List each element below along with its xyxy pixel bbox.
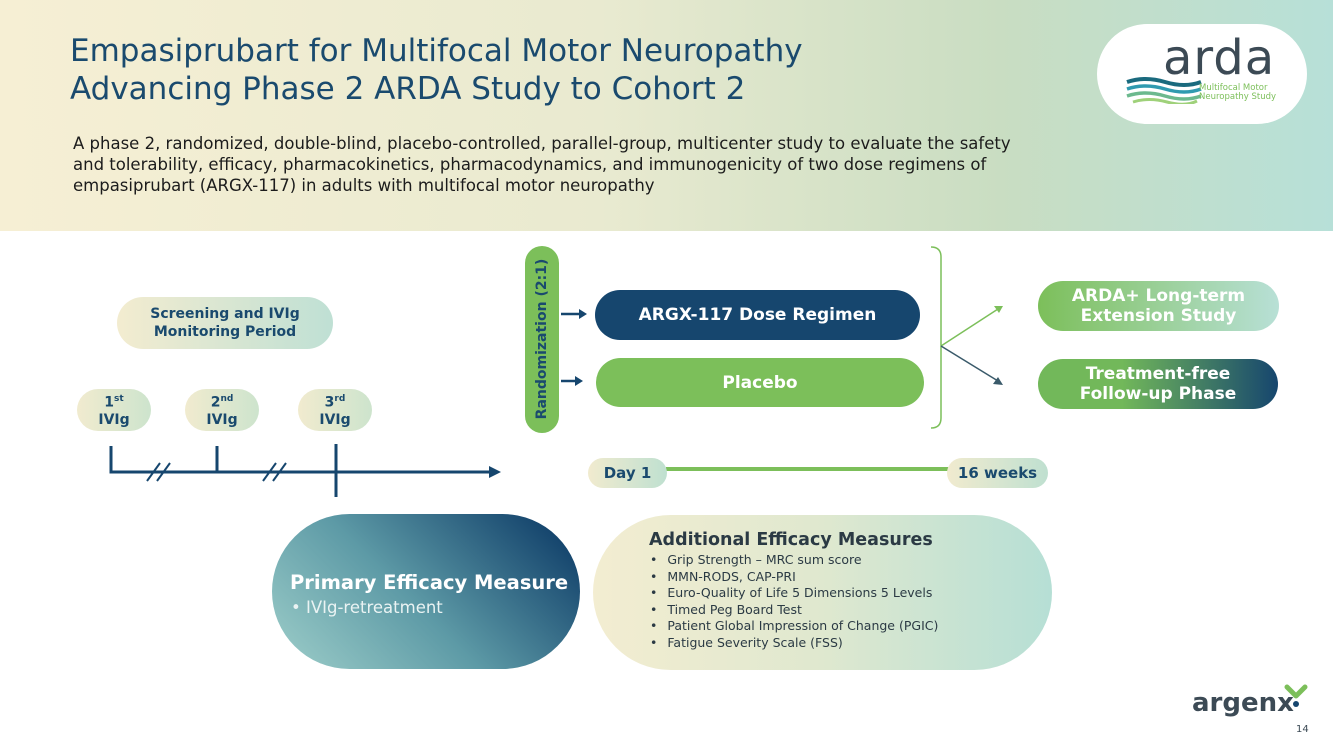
primary-efficacy-item: • IVIg-retreatment	[291, 598, 443, 617]
placebo-arm: Placebo	[596, 358, 924, 407]
16-weeks-pill: 16 weeks	[947, 458, 1048, 488]
logo-subtitle-line-2: Neuropathy Study	[1199, 92, 1277, 102]
screening-line-2: Monitoring Period	[153, 324, 297, 340]
ivig-3-label: IVIg	[319, 411, 351, 428]
list-item: Timed Peg Board Test	[650, 602, 938, 619]
followup-line-2: Follow-up Phase	[1079, 384, 1237, 404]
ivig-1-label: IVIg	[98, 411, 130, 428]
list-item: Fatigue Severity Scale (FSS)	[650, 635, 938, 652]
ivig-1-suffix: st	[114, 394, 124, 405]
page-title: Empasiprubart for Multifocal Motor Neuro…	[70, 32, 803, 108]
ivig-2-suffix: nd	[220, 394, 234, 405]
additional-efficacy-title: Additional Efficacy Measures	[649, 530, 933, 550]
extension-line-1: ARDA+ Long-term	[1071, 286, 1246, 306]
dose-regimen-arm: ARGX-117 Dose Regimen	[595, 290, 920, 340]
ivig-2-label: IVIg	[206, 411, 238, 428]
list-item: MMN-RODS, CAP-PRI	[650, 569, 938, 586]
list-item: Euro-Quality of Life 5 Dimensions 5 Leve…	[650, 585, 938, 602]
list-item: Patient Global Impression of Change (PGI…	[650, 618, 938, 635]
logo-subtitle: Multifocal Motor Neuropathy Study	[1199, 84, 1276, 102]
study-description: A phase 2, randomized, double-blind, pla…	[73, 134, 1011, 195]
logo-wordmark: arda	[1163, 30, 1276, 86]
primary-efficacy-item-text: IVIg-retreatment	[305, 598, 443, 617]
follow-up-phase-pill: Treatment-free Follow-up Phase	[1038, 359, 1278, 409]
ivig-2-number: 2	[210, 394, 221, 411]
day-1-pill: Day 1	[588, 458, 667, 488]
extension-line-2: Extension Study	[1080, 306, 1237, 326]
followup-line-1: Treatment-free	[1085, 364, 1231, 384]
ivig-dose-3: 3rd IVIg	[298, 389, 372, 431]
logo-subtitle-line-1: Multifocal Motor	[1199, 83, 1268, 93]
argenx-logo: argenx	[1192, 688, 1294, 718]
wave-logo-icon	[1126, 77, 1202, 104]
extension-study-pill: ARDA+ Long-term Extension Study	[1038, 281, 1279, 331]
screening-line-1: Screening and IVIg	[150, 306, 300, 322]
additional-efficacy-card: Additional Efficacy Measures Grip Streng…	[593, 515, 1052, 670]
primary-efficacy-card: Primary Efficacy Measure • IVIg-retreatm…	[272, 514, 580, 669]
ivig-dose-2: 2nd IVIg	[185, 389, 259, 431]
randomization-pill: Randomization (2:1)	[525, 246, 559, 433]
primary-efficacy-title: Primary Efficacy Measure	[290, 571, 569, 594]
ivig-3-number: 3	[324, 394, 335, 411]
arda-logo: arda Multifocal Motor Neuropathy Study	[1097, 24, 1307, 124]
argenx-y-mark-icon	[1284, 684, 1308, 707]
ivig-1-number: 1	[104, 394, 115, 411]
screening-period-pill: Screening and IVIg Monitoring Period	[117, 297, 333, 349]
title-line-2: Advancing Phase 2 ARDA Study to Cohort 2	[70, 71, 746, 107]
page-number: 14	[1296, 724, 1309, 735]
randomization-label: Randomization (2:1)	[534, 258, 550, 420]
list-item: Grip Strength – MRC sum score	[650, 552, 938, 569]
title-line-1: Empasiprubart for Multifocal Motor Neuro…	[70, 33, 803, 69]
additional-efficacy-list: Grip Strength – MRC sum score MMN-RODS, …	[650, 552, 938, 651]
ivig-dose-1: 1st IVIg	[77, 389, 151, 431]
ivig-3-suffix: rd	[334, 394, 346, 405]
